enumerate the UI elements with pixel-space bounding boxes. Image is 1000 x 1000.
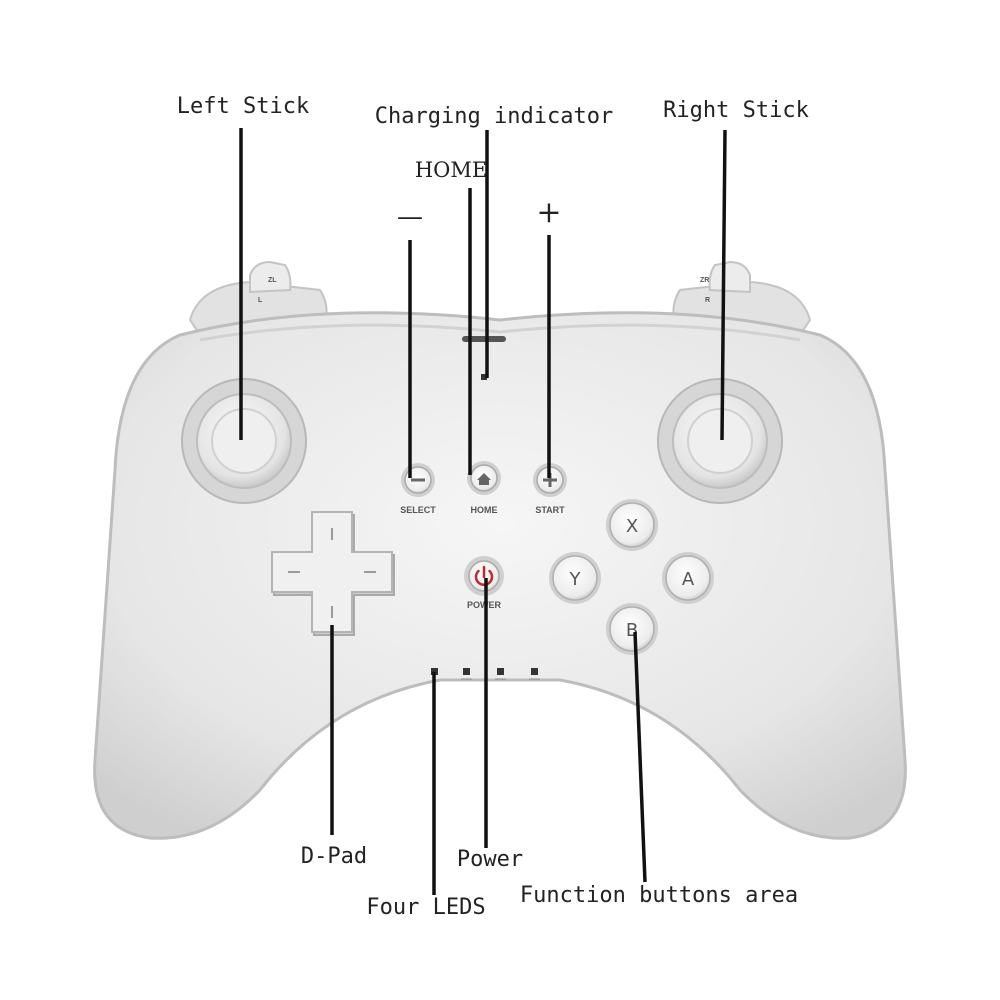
dpad[interactable] xyxy=(271,511,395,636)
y-button[interactable]: Y xyxy=(549,552,601,604)
r-label: R xyxy=(705,297,710,304)
left-stick-callout: Left Stick xyxy=(177,94,309,119)
a-button[interactable]: A xyxy=(662,552,714,604)
y-label: Y xyxy=(569,569,582,590)
right-stick-callout: Right Stick xyxy=(663,98,809,123)
function-buttons-leader xyxy=(633,631,647,883)
right-stick[interactable] xyxy=(657,378,783,504)
x-button[interactable]: X xyxy=(606,499,658,551)
charging-led xyxy=(481,374,487,380)
led-3 xyxy=(497,668,504,675)
leader-lines xyxy=(239,128,727,895)
home-callout: HOME xyxy=(415,158,487,182)
select-button[interactable] xyxy=(401,463,435,497)
led-1 xyxy=(431,668,438,675)
start-button[interactable] xyxy=(533,463,567,497)
dpad-callout: D-Pad xyxy=(301,844,367,869)
x-label: X xyxy=(626,516,638,537)
led-row xyxy=(431,668,540,680)
charging-indicator-slot xyxy=(462,336,506,342)
home-label: HOME xyxy=(471,505,498,515)
zl-label: ZL xyxy=(268,277,277,284)
right-stick-leader xyxy=(720,129,727,441)
minus-callout: — xyxy=(397,202,423,232)
power-button[interactable] xyxy=(464,556,504,596)
power-icon xyxy=(474,565,494,586)
a-label: A xyxy=(682,569,695,590)
left-stick[interactable] xyxy=(181,378,307,504)
home-icon xyxy=(477,473,491,485)
b-button[interactable]: B xyxy=(606,603,658,655)
l-label: L xyxy=(258,297,263,304)
zr-label: ZR xyxy=(700,277,709,284)
start-label: START xyxy=(535,505,565,515)
charging-indicator-callout: Charging indicator xyxy=(375,104,613,129)
function-buttons-callout: Function buttons area xyxy=(520,883,798,908)
home-button[interactable] xyxy=(467,461,501,495)
power-label: POWER xyxy=(467,600,502,610)
plus-callout: + xyxy=(536,195,561,230)
power-callout: Power xyxy=(457,847,523,872)
four-leds-callout: Four LEDS xyxy=(366,895,485,920)
led-4 xyxy=(531,668,538,675)
led-2 xyxy=(463,668,470,675)
select-label: SELECT xyxy=(400,505,436,515)
